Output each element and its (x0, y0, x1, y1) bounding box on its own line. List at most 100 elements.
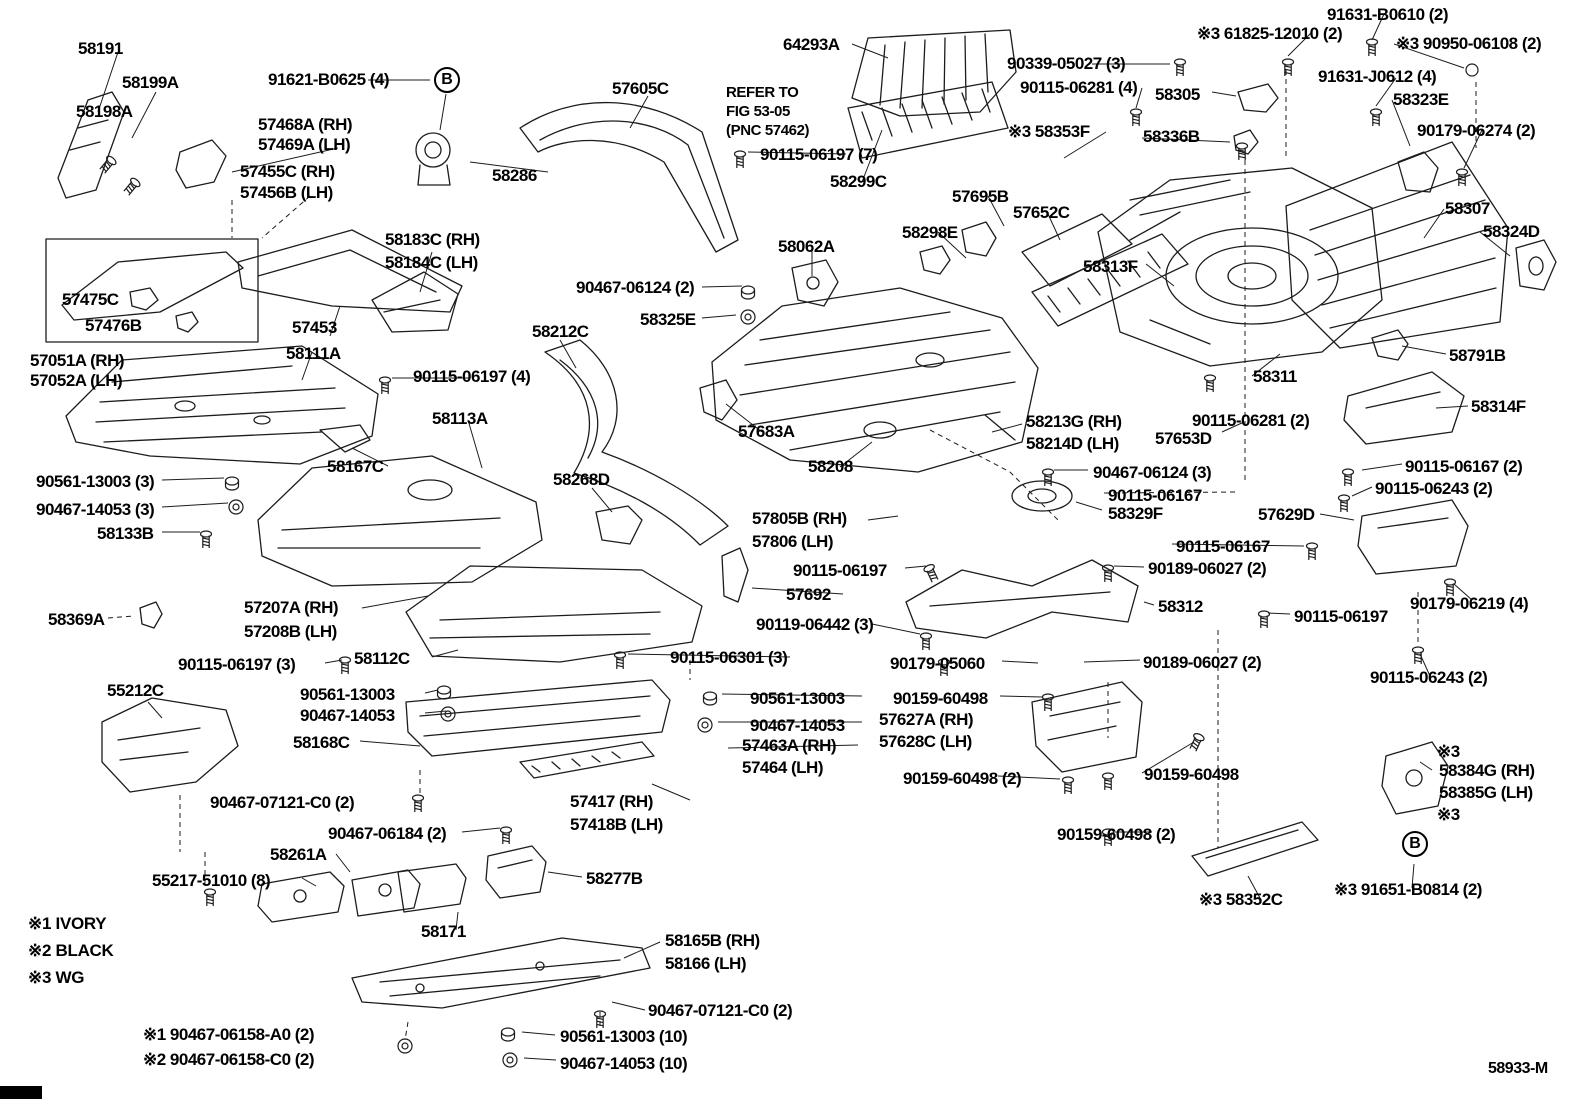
refer-note-line: (PNC 57462) (726, 121, 810, 139)
part-label: 55212C (107, 681, 164, 700)
legend-item: ※3 WG (28, 968, 85, 987)
part-label: 57463A (RH) (742, 736, 837, 755)
part-label: 57683A (738, 422, 795, 441)
part-label: 58314F (1471, 397, 1526, 416)
part-label: 90115-06281 (4) (1020, 78, 1138, 97)
part-label: 58167C (327, 457, 384, 476)
part-58062A (791, 259, 839, 307)
part-label: 91631-B0610 (2) (1327, 5, 1449, 24)
part-label: 57695B (952, 187, 1009, 206)
part-label: ※3 58352C (1199, 890, 1283, 909)
part-label: 58112C (354, 649, 410, 668)
part-label: 90467-07121-C0 (2) (210, 793, 355, 812)
part-label: 90561-13003 (750, 689, 845, 708)
part-label: 90159-60498 (1144, 765, 1239, 784)
part-label: 90115-06197 (793, 561, 887, 580)
part-57683A (699, 379, 738, 421)
part-label: 58369A (48, 610, 105, 629)
part-58336B (1233, 129, 1259, 155)
part-57627A (1031, 681, 1143, 773)
part-label: 90467-14053 (3) (36, 500, 155, 519)
part-label: 58171 (421, 922, 466, 941)
part-label: 58286 (492, 166, 537, 185)
part-label: 90115-06197 (4) (413, 367, 531, 386)
part-label: 57455C (RH) (240, 162, 335, 181)
part-label: 57805B (RH) (752, 509, 847, 528)
part-label: 90115-06197 (7) (760, 145, 878, 164)
part-label: 58298E (902, 223, 958, 242)
part-label: 58329F (1108, 504, 1163, 523)
part-label: 90561-13003 (10) (560, 1027, 688, 1046)
part-label: 57417 (RH) (570, 792, 653, 811)
part-58369A (139, 601, 163, 629)
part-58312 (905, 559, 1139, 639)
part-label: 58183C (RH) (385, 230, 480, 249)
part-label: 57208B (LH) (244, 622, 337, 641)
part-label: 90115-06167 (1176, 537, 1270, 556)
part-label: 57051A (RH) (30, 351, 125, 370)
part-58305 (1237, 83, 1279, 113)
part-label: 58208 (808, 457, 853, 476)
part-label: 90467-14053 (10) (560, 1054, 688, 1073)
part-label: 90115-06167 (2) (1405, 457, 1523, 476)
part-label: ※2 90467-06158-C0 (2) (143, 1050, 315, 1069)
part-57695B (961, 221, 997, 257)
part-label: 58165B (RH) (665, 931, 760, 950)
part-label: 90179-06219 (4) (1410, 594, 1529, 613)
part-58183C (371, 271, 459, 333)
legend-item: ※1 IVORY (28, 914, 107, 933)
part-58299C (847, 81, 1009, 159)
part-55212C (101, 697, 239, 793)
part-label: 58111A (286, 344, 341, 363)
part-58167C (319, 424, 371, 453)
part-label: 90179-05060 (890, 654, 985, 673)
part-label: 58113A (432, 409, 488, 428)
part-label: 58324D (1483, 222, 1540, 241)
part-label: 58312 (1158, 597, 1203, 616)
part-label: 57468A (RH) (258, 115, 353, 134)
part-64293A (851, 29, 1017, 117)
part-label: 90159-60498 (2) (1057, 825, 1176, 844)
circled-letter-marker: B (434, 67, 460, 93)
part-label: 58385G (LH) (1439, 783, 1533, 802)
part-label: 90115-06301 (3) (670, 648, 788, 667)
part-label: 58311 (1253, 367, 1297, 386)
part-label: 57207A (RH) (244, 598, 339, 617)
part-label: 64293A (783, 35, 840, 54)
part-label: 90339-05027 (3) (1007, 54, 1126, 73)
part-label: ※1 90467-06158-A0 (2) (143, 1025, 315, 1044)
part-label: ※3 (1437, 805, 1460, 824)
part-57468 (175, 139, 227, 189)
part-58268D (595, 505, 643, 545)
part-58384G (1381, 741, 1449, 815)
part-label: 58325E (640, 310, 696, 329)
part-58323E (1397, 151, 1439, 193)
part-58213G (984, 414, 1016, 441)
part-label: 90189-06027 (2) (1148, 559, 1267, 578)
part-58165B (351, 937, 651, 1009)
refer-note-line: REFER TO (726, 84, 799, 101)
part-label: 58062A (778, 237, 835, 256)
part-label: 58198A (76, 102, 133, 121)
legend-item: ※2 BLACK (28, 941, 114, 960)
part-label: 57653D (1155, 429, 1212, 448)
part-label: 91631-J0612 (4) (1318, 67, 1437, 86)
part-58352C (1191, 821, 1319, 877)
part-label: 58184C (LH) (385, 253, 478, 272)
part-label: 57652C (1013, 203, 1070, 222)
part-label: 90115-06243 (2) (1370, 668, 1488, 687)
part-label: 58191 (78, 39, 123, 58)
part-label: ※3 90950-06108 (2) (1396, 34, 1542, 53)
part-57629D (1357, 499, 1469, 575)
part-57417 (519, 741, 655, 779)
part-label: 90467-06124 (3) (1093, 463, 1212, 482)
part-58261A (257, 871, 345, 923)
part-58191 (57, 91, 125, 199)
part-label: 58313F (1083, 257, 1138, 276)
part-label: ※3 61825-12010 (2) (1197, 24, 1343, 43)
part-57605C (519, 101, 739, 253)
part-57692 (721, 547, 749, 603)
